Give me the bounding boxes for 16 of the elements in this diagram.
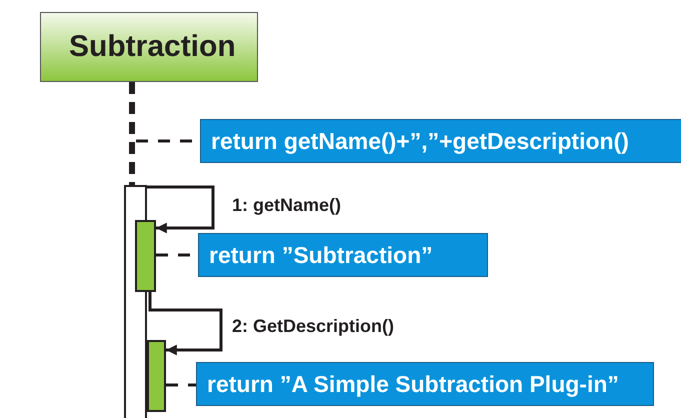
return-line [166,384,196,386]
self-call-arrow [148,292,222,356]
return-note [198,233,488,277]
message-label: 2: GetDescription() [232,316,394,337]
lifeline-header [40,12,258,82]
return-text: return ”A Simple Subtraction Plug-in” [207,370,619,398]
message-label: 1: getName() [232,195,342,216]
activation-bar [135,220,156,292]
return-text: return ”Subtraction” [209,242,433,268]
activation-bar [147,340,166,412]
participant-name: Subtraction [69,30,236,64]
return-text: return getName()+”,”+getDescription() [211,128,629,154]
self-call-arrow [147,186,214,234]
return-note [200,119,681,163]
return-note [196,362,654,406]
lifeline [129,82,135,185]
